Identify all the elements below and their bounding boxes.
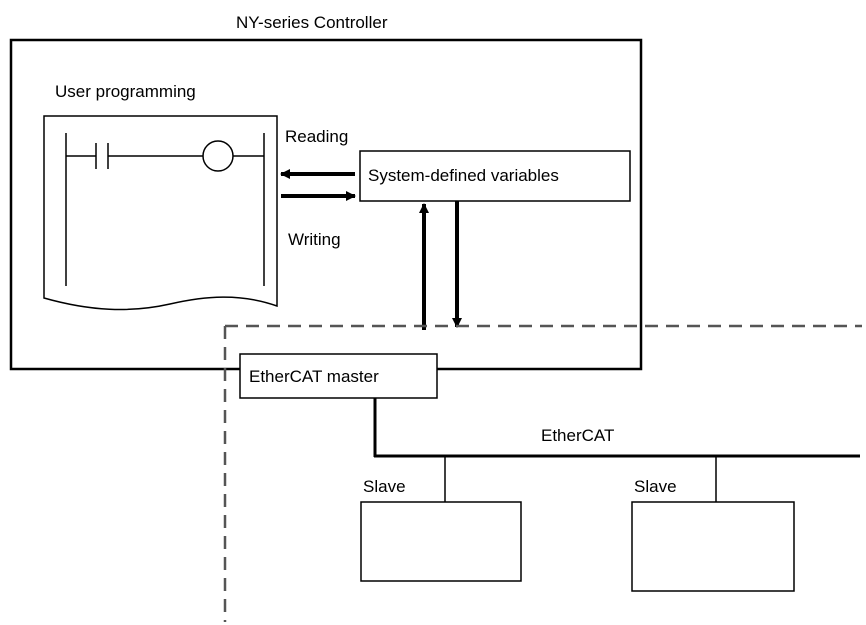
ethercat-master-label: EtherCAT master — [249, 367, 379, 386]
controller-title: NY-series Controller — [236, 13, 388, 32]
slave-2-box — [631, 501, 795, 592]
user-programming-label: User programming — [55, 82, 196, 101]
coil-icon — [202, 140, 234, 172]
ethercat-master-box — [239, 353, 438, 399]
slave-1-box — [360, 501, 522, 582]
ethercat-bus-label: EtherCAT — [541, 426, 615, 445]
user-program-sheet — [43, 115, 278, 311]
normally-open-contact-icon — [95, 143, 109, 169]
system-variables-label: System-defined variables — [368, 166, 559, 185]
slave-2-label: Slave — [634, 477, 677, 496]
writing-label: Writing — [288, 230, 341, 249]
reading-label: Reading — [285, 127, 349, 146]
system-variables-box — [359, 150, 631, 202]
slave-1-label: Slave — [363, 477, 406, 496]
